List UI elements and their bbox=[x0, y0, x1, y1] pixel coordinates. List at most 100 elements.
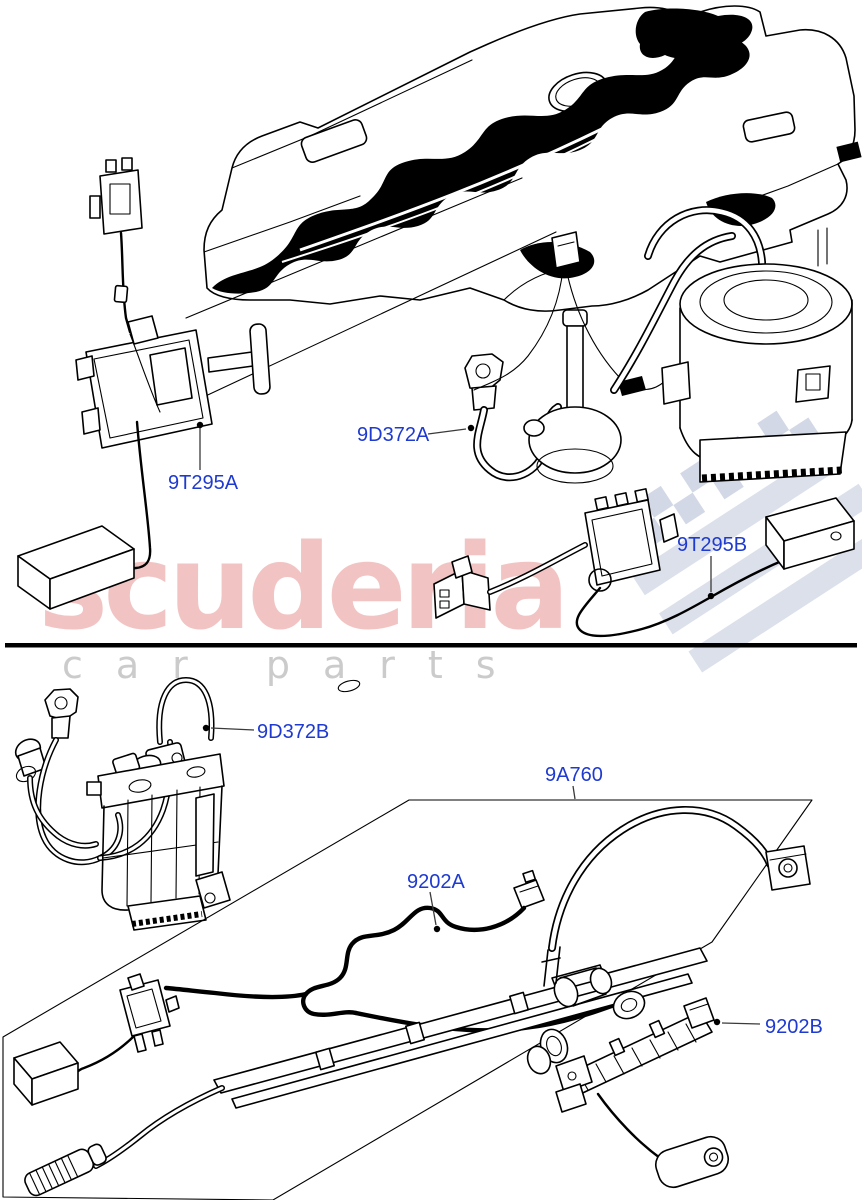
pump-module-9D372B bbox=[14, 676, 231, 931]
tank-harness-blob-top bbox=[635, 8, 753, 59]
arc-hose-inner bbox=[549, 807, 773, 951]
canister-b-stripes bbox=[126, 786, 201, 907]
tank-pipe-highlight-2 bbox=[281, 135, 603, 263]
harness-9202A-assembly bbox=[13, 806, 811, 1197]
part-label-9D372A[interactable]: 9D372A bbox=[357, 424, 430, 446]
sender-b-module bbox=[584, 488, 679, 592]
regulator-stem-cap bbox=[562, 309, 588, 327]
canister-notch-right bbox=[795, 365, 831, 403]
filler-ring-inner bbox=[555, 77, 601, 107]
tank-pointer-line-2 bbox=[149, 231, 557, 423]
float-front-face bbox=[49, 548, 135, 610]
module-b-side-clip bbox=[659, 513, 679, 543]
pump-wire-1 bbox=[473, 267, 564, 391]
leader-9D372B bbox=[210, 727, 255, 731]
part-label-9202A[interactable]: 9202A bbox=[407, 871, 465, 893]
part-label-9A760[interactable]: 9A760 bbox=[545, 764, 603, 786]
arc-connector-bore bbox=[783, 863, 793, 873]
pump-hex-nut bbox=[44, 688, 79, 721]
float-cylinder-bore bbox=[708, 1152, 719, 1162]
module-b-clip3 bbox=[634, 488, 649, 503]
canister-base-box bbox=[699, 431, 847, 483]
regulator-clip-black bbox=[618, 376, 646, 396]
float-cylinder-ring bbox=[703, 1147, 724, 1167]
harness-module-leg1 bbox=[133, 1033, 147, 1053]
tank-harness-patch bbox=[836, 141, 862, 163]
pump-hex-bore bbox=[54, 696, 68, 710]
t-handle-arm bbox=[207, 351, 254, 373]
hex-nut bbox=[464, 353, 504, 391]
tank-pointer-line-1 bbox=[185, 177, 523, 319]
module-tab-lower bbox=[81, 407, 101, 435]
float-cylinder-body bbox=[654, 1135, 730, 1189]
harness-connector-body bbox=[513, 879, 545, 909]
harness-module-frame bbox=[126, 988, 162, 1029]
leader-dot-9202A bbox=[433, 925, 441, 933]
flange-ear bbox=[86, 781, 102, 796]
float-block bbox=[17, 525, 135, 610]
pump-flange bbox=[86, 753, 225, 809]
sender-unit-9T295B bbox=[433, 488, 855, 638]
damper-sides bbox=[559, 967, 607, 1007]
harness-module-body bbox=[119, 979, 171, 1037]
tank-crease-2 bbox=[203, 195, 361, 253]
ribbed-body bbox=[24, 1148, 95, 1197]
hex-nut-bore bbox=[475, 363, 491, 379]
fuel-pump-canister bbox=[610, 206, 853, 483]
sender-t-handle bbox=[207, 323, 271, 395]
sender-b-cable-inner bbox=[488, 543, 587, 594]
label-group-9T295B: 9T295B bbox=[677, 534, 747, 600]
damper-end bbox=[589, 967, 613, 995]
pump-connector-slot bbox=[557, 241, 575, 247]
harness-float-block bbox=[13, 1041, 79, 1106]
rail-clip-2 bbox=[404, 1021, 426, 1045]
pump-canister-lower bbox=[101, 785, 231, 931]
label-group-9D372B: 9D372B bbox=[202, 721, 329, 743]
sender-b-wire bbox=[575, 558, 786, 638]
filler-ring-outer bbox=[548, 71, 608, 113]
float-b-front bbox=[783, 520, 855, 570]
harness-module-clip bbox=[127, 973, 145, 991]
rail-grommet-inner bbox=[620, 998, 638, 1012]
sender-bracket-9202B bbox=[526, 997, 730, 1189]
connector-tab-1 bbox=[105, 159, 117, 173]
ribbed-tip bbox=[87, 1143, 107, 1166]
rail-standoff-bracket bbox=[541, 946, 561, 987]
pump-hose2-inner bbox=[28, 776, 98, 848]
regulator-stem bbox=[566, 325, 584, 409]
rail-bar-lower bbox=[231, 973, 693, 1109]
rail-end-tube-inner bbox=[94, 1086, 224, 1168]
part-label-9202B[interactable]: 9202B bbox=[765, 1016, 823, 1038]
harness-float-front bbox=[31, 1062, 79, 1106]
tank-plate-right bbox=[742, 111, 796, 143]
part-label-9D372B[interactable]: 9D372B bbox=[257, 721, 329, 743]
arc-connector-body bbox=[765, 845, 811, 891]
canister-rim-mid bbox=[699, 270, 833, 334]
t-handle-bar bbox=[249, 323, 271, 395]
leader-dot-9T295B bbox=[707, 592, 715, 600]
section-divider bbox=[5, 643, 857, 648]
ladder-post-1 bbox=[608, 1037, 626, 1057]
connector-body bbox=[99, 169, 143, 235]
module-b-frame bbox=[591, 508, 653, 577]
fuel-hose-9D372A-assembly bbox=[464, 206, 853, 484]
part-label-9T295A[interactable]: 9T295A bbox=[168, 472, 239, 494]
part-label-9T295B[interactable]: 9T295B bbox=[677, 534, 747, 556]
rib-lines bbox=[29, 1154, 79, 1196]
connector-b-latch bbox=[451, 555, 473, 579]
rail-clip-3 bbox=[508, 991, 530, 1015]
arc-connector-seam bbox=[769, 853, 807, 861]
sender-unit-9T295A bbox=[17, 157, 271, 610]
fuel-tank-overview bbox=[149, 5, 862, 423]
pump-fitting-shank bbox=[51, 715, 71, 739]
module-window bbox=[149, 347, 193, 406]
tank-pipe-highlight-1 bbox=[299, 118, 621, 252]
end-connector-slot bbox=[689, 1003, 709, 1011]
harness-sender-module bbox=[119, 973, 180, 1053]
tank-harness-blob-right bbox=[706, 193, 776, 226]
harness-module-leg2 bbox=[151, 1029, 164, 1047]
harness-branch-left bbox=[163, 985, 309, 1000]
sender-connector bbox=[89, 157, 143, 235]
leader-9A760 bbox=[572, 785, 576, 800]
ladder-post-2 bbox=[648, 1019, 666, 1039]
